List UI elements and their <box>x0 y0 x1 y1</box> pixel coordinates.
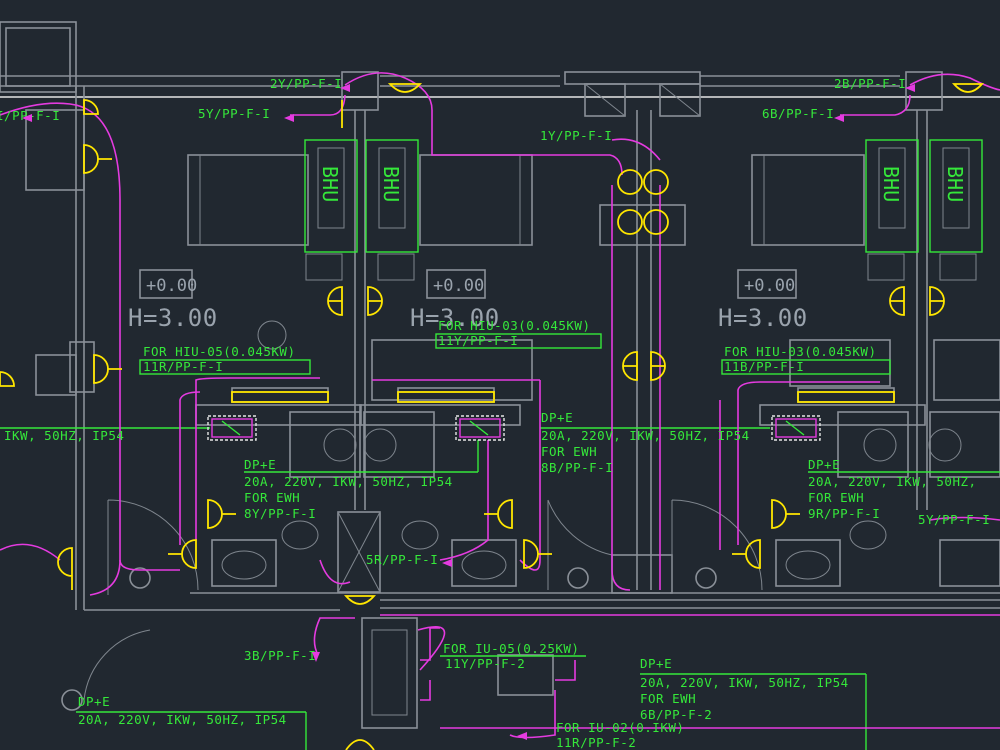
ewh-1-circuit: 8Y/PP-F-I <box>244 506 316 521</box>
furniture <box>61 204 1000 729</box>
spec-partial-left: IKW, 50HZ, IP54 <box>4 428 124 443</box>
level-value-2: +0.00 <box>433 276 484 296</box>
ewh-note-5: DP+E 20A, 220V, IKW, 50HZ, IP54 <box>78 694 287 727</box>
ewh-4-circuit: 6B/PP-F-2 <box>640 707 712 722</box>
ewh-3-title: DP+E <box>808 457 840 472</box>
hiu-notes: FOR HIU-05(0.045KW) 11R/PP-F-I FOR HIU-0… <box>4 318 877 443</box>
bhu-panel-1 <box>304 139 358 253</box>
iu-note-1-line1: FOR IU-05(0.25KW) <box>443 641 579 656</box>
level-height-1: H=3.00 <box>128 304 218 332</box>
hiu-note-2-line2: 11Y/PP-F-I <box>438 333 518 348</box>
circuit-labels: 2Y/PP-F-I 2B/PP-F-I 5Y/PP-F-I 6B/PP-F-I … <box>0 76 990 663</box>
level-value-3: +0.00 <box>744 276 795 296</box>
annotation-lines <box>0 333 1000 750</box>
circuit-arrows <box>22 84 915 740</box>
label-1y: 1Y/PP-F-I <box>540 128 612 143</box>
ewh-1-title: DP+E <box>244 457 276 472</box>
level-height-3: H=3.00 <box>718 304 808 332</box>
label-5y-right: 5Y/PP-F-I <box>918 512 990 527</box>
ewh-2-title: DP+E <box>541 410 573 425</box>
power-circuits <box>0 72 1000 739</box>
ewh-1-purpose: FOR EWH <box>244 490 300 505</box>
iu-notes: FOR IU-05(0.25KW) 11Y/PP-F-2 FOR IU-02(0… <box>443 641 684 750</box>
hiu-note-3-line2: 11B/PP-F-I <box>724 359 804 374</box>
bhu-label-4: BHU <box>943 166 967 202</box>
label-2b: 2B/PP-F-I <box>834 76 906 91</box>
label-2y: 2Y/PP-F-I <box>270 76 342 91</box>
bhu-label-1: BHU <box>318 166 342 202</box>
ewh-4-purpose: FOR EWH <box>640 691 696 706</box>
ewh-3-circuit: 9R/PP-F-I <box>808 506 880 521</box>
ewh-note-1: DP+E 20A, 220V, IKW, 50HZ, IP54 FOR EWH … <box>244 457 453 521</box>
hiu-note-1-line1: FOR HIU-05(0.045KW) <box>143 344 296 359</box>
ewh-1-spec: 20A, 220V, IKW, 50HZ, IP54 <box>244 474 453 489</box>
label-3b: 3B/PP-F-I <box>244 648 316 663</box>
electrical-devices <box>0 83 984 750</box>
iu-note-2-line2: 11R/PP-F-2 <box>556 735 636 750</box>
hiu-note-3-line1: FOR HIU-03(0.045KW) <box>724 344 877 359</box>
ewh-note-2: DP+E 20A, 220V, IKW, 50HZ, IP54 FOR EWH … <box>541 410 750 475</box>
iu-note-2-line1: FOR IU-02(0.IKW) <box>556 720 684 735</box>
bhu-label-3: BHU <box>879 166 903 202</box>
bhu-label-2: BHU <box>379 166 403 202</box>
ewh-notes: DP+E 20A, 220V, IKW, 50HZ, IP54 FOR EWH … <box>78 410 977 727</box>
level-value-1: +0.00 <box>146 276 197 296</box>
top-walls <box>0 21 1000 117</box>
ewh-5-spec: 20A, 220V, IKW, 50HZ, IP54 <box>78 712 287 727</box>
hiu-note-1-line2: 11R/PP-F-I <box>143 359 223 374</box>
ewh-4-title: DP+E <box>640 656 672 671</box>
bed-head-units: BHU BHU BHU BHU <box>304 139 983 281</box>
bhu-panel-4 <box>929 139 983 253</box>
ewh-note-4: DP+E 20A, 220V, IKW, 50HZ, IP54 FOR EWH … <box>640 656 849 722</box>
label-6b: 6B/PP-F-I <box>762 106 834 121</box>
label-5y: 5Y/PP-F-I <box>198 106 270 121</box>
ewh-2-purpose: FOR EWH <box>541 444 597 459</box>
label-5r: 5R/PP-F-I <box>366 552 438 567</box>
ewh-3-purpose: FOR EWH <box>808 490 864 505</box>
level-height-2: H=3.00 <box>410 304 500 332</box>
ewh-2-circuit: 8B/PP-F-I <box>541 460 613 475</box>
bhu-panel-3 <box>865 139 919 253</box>
ewh-5-title: DP+E <box>78 694 110 709</box>
ewh-2-spec: 20A, 220V, IKW, 50HZ, IP54 <box>541 428 750 443</box>
level-tags: +0.00 H=3.00 +0.00 H=3.00 +0.00 H=3.00 <box>128 269 808 332</box>
hiu-note-2-line1: FOR HIU-03(0.045KW) <box>438 318 591 333</box>
ewh-4-spec: 20A, 220V, IKW, 50HZ, IP54 <box>640 675 849 690</box>
beds <box>187 154 865 246</box>
bhu-panel-2 <box>365 139 419 253</box>
ewh-3-spec: 20A, 220V, IKW, 50HZ, <box>808 474 977 489</box>
ewh-note-3: DP+E 20A, 220V, IKW, 50HZ, FOR EWH 9R/PP… <box>808 457 977 521</box>
iu-note-1-line2: 11Y/PP-F-2 <box>445 656 525 671</box>
